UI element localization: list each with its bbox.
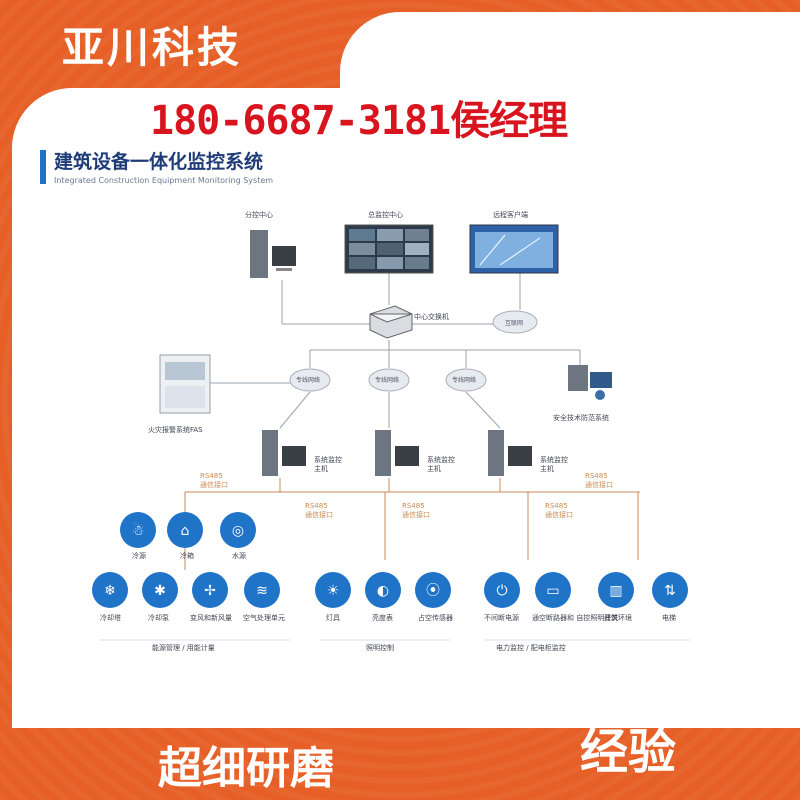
- label-rs485-2: RS485: [305, 502, 328, 510]
- label-icon-p-0: 不间断电源: [484, 613, 519, 622]
- label-host-2a: 系统监控: [427, 455, 455, 464]
- central-switch: [369, 305, 413, 339]
- label-icon-p-1: 通空断路器和 自控照明开关: [532, 613, 618, 622]
- label-icon-l-0: 灯具: [326, 613, 340, 622]
- environment-icon: [598, 572, 634, 608]
- diagram-title: 建筑设备一体化监控系统: [54, 151, 264, 173]
- monitoring-host-3: [488, 430, 532, 476]
- svg-text:☃: ☃: [132, 522, 145, 539]
- label-host-1b: 主机: [314, 464, 328, 473]
- label-icon-r2-3: 空气处理单元: [243, 613, 285, 622]
- label-port-2: 通信接口: [305, 510, 333, 519]
- svg-text:❄: ❄: [104, 583, 116, 599]
- contact-phone: 180-6687-3181侯经理: [150, 98, 568, 144]
- svg-text:✱: ✱: [154, 583, 166, 599]
- label-sub-control: 分控中心: [245, 210, 273, 219]
- label-security: 安全技术防范系统: [553, 413, 609, 422]
- label-icon-r1-0: 冷源: [132, 551, 146, 560]
- svg-text:▥: ▥: [609, 583, 622, 599]
- svg-text:⦿: ⦿: [426, 583, 440, 599]
- network-cloud-2: [368, 368, 410, 392]
- label-host-1a: 系统监控: [314, 455, 342, 464]
- connection-lines: [210, 270, 581, 429]
- label-cloud-3: 专线网络: [452, 376, 476, 384]
- brand-name: 亚川科技: [62, 23, 243, 72]
- label-icon-p-3: 电梯: [662, 613, 676, 622]
- slogan-right-line2: 经验: [580, 724, 677, 780]
- remote-client-screen: [469, 224, 559, 274]
- slogan-left: 超细研磨: [158, 743, 334, 794]
- title-accent-bar: [40, 150, 46, 184]
- security-system-node: [568, 365, 612, 400]
- label-internet: 互联网: [505, 319, 523, 327]
- label-icon-r2-2: 变风和新风量: [190, 613, 232, 622]
- label-rs485-3: RS485: [402, 502, 425, 510]
- white-panel: [12, 88, 800, 728]
- elevator-icon: [652, 572, 688, 608]
- label-port-3: 通信接口: [402, 510, 430, 519]
- label-port-5: 通信接口: [585, 480, 613, 489]
- label-fas: 火灾报警系统FAS: [148, 425, 203, 434]
- label-port-1: 通信接口: [200, 480, 228, 489]
- svg-text:☀: ☀: [327, 583, 340, 599]
- water-source-icon: [220, 512, 256, 548]
- label-remote-client: 远程客户端: [493, 210, 528, 219]
- network-cloud-3: [445, 368, 487, 392]
- label-icon-r2-0: 冷却塔: [100, 613, 121, 622]
- svg-text:⌂: ⌂: [181, 523, 190, 539]
- label-host-2b: 主机: [427, 464, 441, 473]
- svg-text:▭: ▭: [546, 583, 559, 599]
- label-icon-l-1: 亮度表: [372, 613, 393, 622]
- label-rs485-5: RS485: [585, 472, 608, 480]
- svg-text:⇅: ⇅: [664, 583, 676, 599]
- label-host-3b: 主机: [540, 464, 554, 473]
- fire-alarm-panel: [159, 354, 211, 414]
- group-label-power: 电力监控 / 配电柜监控: [496, 643, 566, 652]
- label-port-4: 通信接口: [545, 510, 573, 519]
- label-cloud-1: 专线网络: [296, 376, 320, 384]
- internet-cloud: [492, 310, 538, 334]
- label-icon-l-2: 占空传感器: [418, 613, 453, 622]
- label-icon-r2-1: 冷却泵: [148, 613, 169, 622]
- icon-glyphs: ☃ ⌂ ◎ ❄ ✱ ✢ ≋ ☀ ◐ ⦿ ⏻ ▭ ▥ ⇅: [104, 522, 676, 599]
- main-monitor-wall: [344, 224, 434, 274]
- svg-text:≋: ≋: [256, 583, 268, 599]
- svg-text:⏻: ⏻: [496, 583, 507, 599]
- sub-control-center-node: [250, 230, 296, 278]
- brightness-icon: [365, 572, 401, 608]
- air-handler-icon: [244, 572, 280, 608]
- label-icon-p-2: 建筑环境: [604, 613, 632, 622]
- fan-icon: [192, 572, 228, 608]
- cooling-tower-icon: [92, 572, 128, 608]
- network-cloud-1: [289, 368, 331, 392]
- chiller-icon: [120, 512, 156, 548]
- cold-tank-icon: [167, 512, 203, 548]
- device-icons: [92, 512, 688, 608]
- svg-text:◐: ◐: [377, 583, 389, 599]
- slogan-right: 多年 经验: [580, 665, 676, 781]
- label-cloud-2: 专线网络: [375, 376, 399, 384]
- label-rs485-1: RS485: [200, 472, 223, 480]
- label-switch: 中心交换机: [414, 312, 449, 321]
- monitoring-host-1: [262, 430, 306, 476]
- label-rs485-4: RS485: [545, 502, 568, 510]
- lamp-icon: [315, 572, 351, 608]
- label-host-3a: 系统监控: [540, 455, 568, 464]
- ups-power-icon: [484, 572, 520, 608]
- group-label-lighting: 照明控制: [366, 643, 394, 652]
- label-icon-r1-2: 水源: [232, 551, 246, 560]
- cooling-pump-icon: [142, 572, 178, 608]
- occupancy-sensor-icon: [415, 572, 451, 608]
- breaker-icon: [535, 572, 571, 608]
- slogan-right-line1: 多年: [580, 666, 677, 722]
- label-main-monitor: 总监控中心: [368, 210, 403, 219]
- group-label-energy: 能源管理 / 用能计量: [152, 643, 215, 652]
- monitoring-host-2: [375, 430, 419, 476]
- diagram-subtitle: Integrated Construction Equipment Monito…: [54, 176, 274, 185]
- svg-text:✢: ✢: [204, 583, 216, 599]
- label-icon-r1-1: 冷箱: [180, 551, 194, 560]
- svg-text:◎: ◎: [232, 523, 244, 539]
